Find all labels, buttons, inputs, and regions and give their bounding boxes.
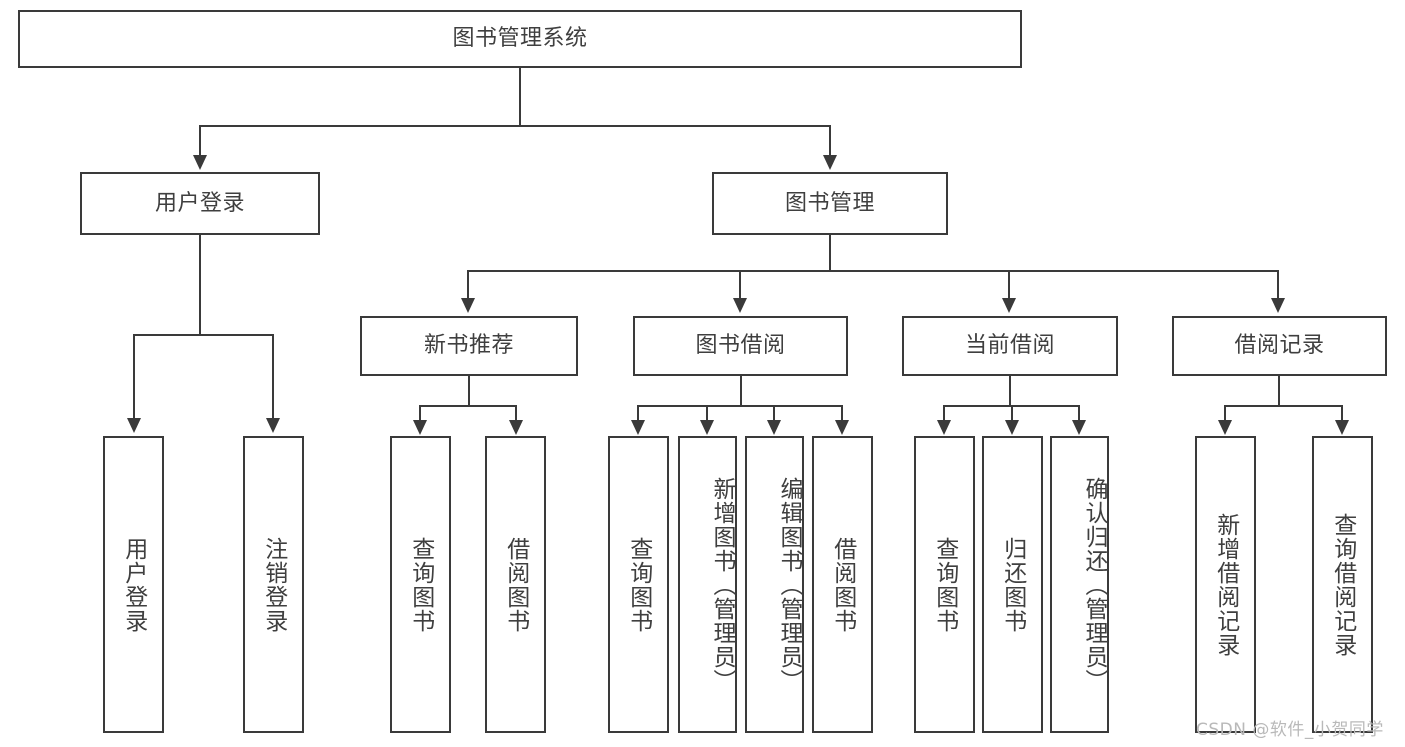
arrow-book-borrow-to-leaf-1 bbox=[631, 420, 645, 435]
arrow-book-manage-to-borrow-record bbox=[1271, 298, 1285, 313]
arrow-user-login-to-leaf-2 bbox=[266, 418, 280, 433]
arrow-root-to-book-manage bbox=[823, 155, 837, 170]
edge-borrow-record-to-leaf-2 bbox=[1341, 405, 1343, 422]
node-new-book-recommend[interactable]: 新书推荐 bbox=[360, 316, 578, 376]
arrow-current-borrow-to-leaf-3 bbox=[1072, 420, 1086, 435]
edge-book-manage-bus bbox=[467, 270, 1279, 272]
edge-user-login-to-leaf-1 bbox=[133, 334, 135, 420]
arrow-book-borrow-to-leaf-4 bbox=[835, 420, 849, 435]
node-leaf-query-borrow-record[interactable]: 查询借阅记录 bbox=[1312, 436, 1373, 733]
node-book-management[interactable]: 图书管理 bbox=[712, 172, 948, 235]
arrow-new-book-rec-to-leaf-1 bbox=[413, 420, 427, 435]
edge-borrow-record-to-leaf-1 bbox=[1224, 405, 1226, 422]
arrow-current-borrow-to-leaf-2 bbox=[1005, 420, 1019, 435]
arrow-book-manage-to-book-borrow bbox=[733, 298, 747, 313]
arrow-book-manage-to-new-book-rec bbox=[461, 298, 475, 313]
arrow-book-borrow-to-leaf-3 bbox=[767, 420, 781, 435]
arrow-book-manage-to-current-borrow bbox=[1002, 298, 1016, 313]
arrow-root-to-user-login bbox=[193, 155, 207, 170]
node-current-borrow[interactable]: 当前借阅 bbox=[902, 316, 1118, 376]
node-leaf-logout[interactable]: 注销登录 bbox=[243, 436, 304, 733]
node-leaf-borrow-book-recommend[interactable]: 借阅图书 bbox=[485, 436, 546, 733]
node-leaf-edit-book-admin[interactable]: 编辑图书（管理员） bbox=[745, 436, 804, 733]
edge-root-to-book-manage bbox=[829, 125, 831, 157]
edge-book-borrow-to-leaf-2 bbox=[706, 405, 708, 422]
edge-root-bus bbox=[199, 125, 830, 127]
arrow-user-login-to-leaf-1 bbox=[127, 418, 141, 433]
edge-book-borrow-stem bbox=[740, 376, 742, 406]
edge-current-borrow-to-leaf-2 bbox=[1011, 405, 1013, 422]
edge-book-borrow-to-leaf-1 bbox=[637, 405, 639, 422]
edge-new-book-rec-bus bbox=[419, 405, 517, 407]
arrow-current-borrow-to-leaf-1 bbox=[937, 420, 951, 435]
arrow-borrow-record-to-leaf-1 bbox=[1218, 420, 1232, 435]
edge-user-login-stem bbox=[199, 235, 201, 335]
edge-root-stem bbox=[519, 68, 521, 126]
arrow-book-borrow-to-leaf-2 bbox=[700, 420, 714, 435]
node-leaf-user-login[interactable]: 用户登录 bbox=[103, 436, 164, 733]
node-leaf-add-book-admin[interactable]: 新增图书（管理员） bbox=[678, 436, 737, 733]
arrow-borrow-record-to-leaf-2 bbox=[1335, 420, 1349, 435]
edge-book-borrow-to-leaf-4 bbox=[841, 405, 843, 422]
node-leaf-query-book-current[interactable]: 查询图书 bbox=[914, 436, 975, 733]
edge-new-book-rec-to-leaf-2 bbox=[515, 405, 517, 422]
edge-current-borrow-to-leaf-3 bbox=[1078, 405, 1080, 422]
node-leaf-query-book-recommend[interactable]: 查询图书 bbox=[390, 436, 451, 733]
edge-book-manage-to-borrow-record bbox=[1277, 270, 1279, 300]
node-borrow-record[interactable]: 借阅记录 bbox=[1172, 316, 1387, 376]
node-root-system[interactable]: 图书管理系统 bbox=[18, 10, 1022, 68]
edge-book-manage-to-new-book-rec bbox=[467, 270, 469, 300]
edge-user-login-to-leaf-2 bbox=[272, 334, 274, 420]
edge-book-borrow-bus bbox=[637, 405, 843, 407]
node-book-borrow[interactable]: 图书借阅 bbox=[633, 316, 848, 376]
edge-root-to-user-login bbox=[199, 125, 201, 157]
edge-user-login-bus bbox=[133, 334, 273, 336]
edge-book-manage-stem bbox=[829, 235, 831, 272]
node-leaf-add-borrow-record[interactable]: 新增借阅记录 bbox=[1195, 436, 1256, 733]
node-user-login[interactable]: 用户登录 bbox=[80, 172, 320, 235]
arrow-new-book-rec-to-leaf-2 bbox=[509, 420, 523, 435]
edge-current-borrow-stem bbox=[1009, 376, 1011, 406]
node-leaf-query-book-borrow[interactable]: 查询图书 bbox=[608, 436, 669, 733]
edge-borrow-record-stem bbox=[1278, 376, 1280, 406]
edge-new-book-rec-stem bbox=[468, 376, 470, 406]
edge-current-borrow-to-leaf-1 bbox=[943, 405, 945, 422]
csdn-watermark: CSDN @软件_小贺同学 bbox=[1196, 720, 1384, 740]
edge-book-manage-to-current-borrow bbox=[1008, 270, 1010, 300]
edge-book-manage-to-book-borrow bbox=[739, 270, 741, 300]
edge-book-borrow-to-leaf-3 bbox=[773, 405, 775, 422]
node-leaf-return-book[interactable]: 归还图书 bbox=[982, 436, 1043, 733]
node-leaf-borrow-book[interactable]: 借阅图书 bbox=[812, 436, 873, 733]
edge-new-book-rec-to-leaf-1 bbox=[419, 405, 421, 422]
edge-borrow-record-bus bbox=[1224, 405, 1342, 407]
node-leaf-confirm-return-admin[interactable]: 确认归还（管理员） bbox=[1050, 436, 1109, 733]
